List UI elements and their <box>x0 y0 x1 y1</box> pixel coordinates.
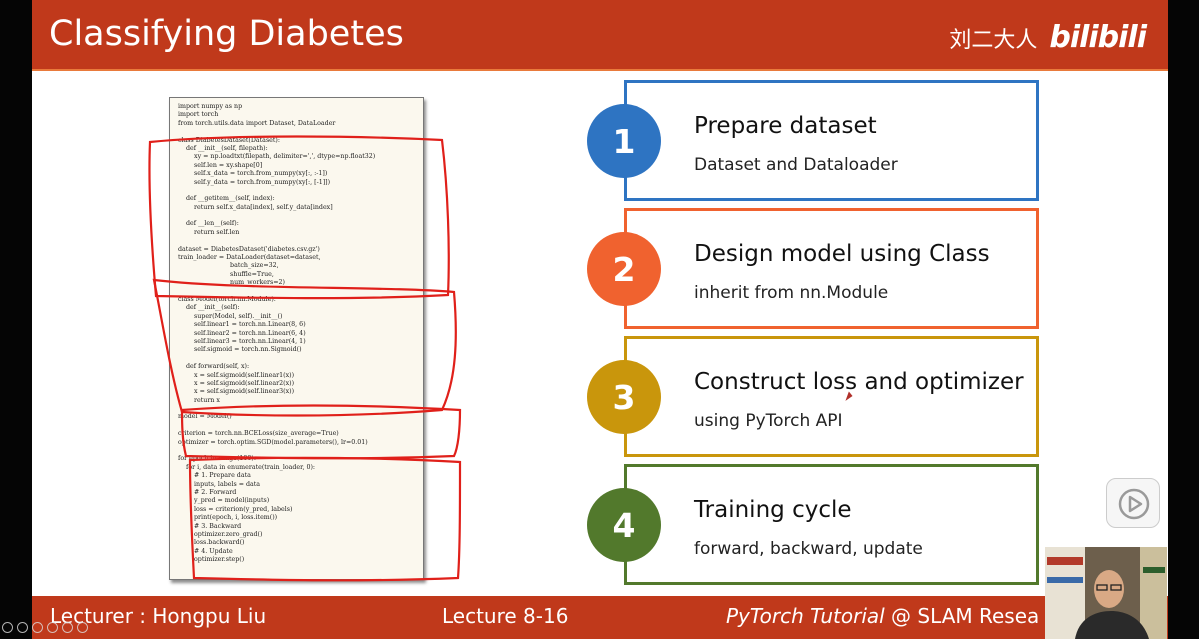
course-affiliation: @ SLAM Resea <box>884 604 1040 628</box>
code-line: return self.x_data[index], self.y_data[i… <box>178 203 333 211</box>
code-line: self.linear3 = torch.nn.Linear(4, 1) <box>178 337 306 345</box>
code-line <box>178 355 423 363</box>
step-heading: Design model using Class <box>694 241 990 267</box>
code-line: return self.len <box>178 228 240 236</box>
code-line: for epoch in range(100): <box>178 455 256 463</box>
code-line: def __init__(self, filepath): <box>178 144 268 152</box>
play-icon <box>1118 488 1150 520</box>
code-line: self.x_data = torch.from_numpy(xy[:, :-1… <box>178 170 328 178</box>
code-line: # 2. Forward <box>178 488 237 496</box>
left-letterbox <box>0 0 32 639</box>
footer-bar: Lecturer : Hongpu Liu Lecture 8-16 PyTor… <box>32 596 1168 639</box>
code-line: model = Model() <box>178 413 232 421</box>
step-heading: Training cycle <box>694 497 852 523</box>
control-button-3[interactable] <box>32 622 43 633</box>
code-line: loss.backward() <box>178 539 245 547</box>
control-button-4[interactable] <box>47 622 58 633</box>
bilibili-logo-icon: bilibili <box>1049 20 1147 55</box>
code-line: dataset = DiabetesDataset('diabetes.csv.… <box>178 245 320 253</box>
step-heading: Prepare dataset <box>694 113 877 139</box>
step-card-3: 3 Construct loss and optimizer using PyT… <box>587 336 1039 457</box>
code-line: self.linear2 = torch.nn.Linear(6, 4) <box>178 329 306 337</box>
code-line: def __getitem__(self, index): <box>178 195 275 203</box>
code-line: def __init__(self): <box>178 304 240 312</box>
step-card-4: 4 Training cycle forward, backward, upda… <box>587 464 1039 585</box>
brand-name: 刘二大人 <box>949 27 1038 53</box>
control-button-5[interactable] <box>62 622 73 633</box>
code-line: def __len__(self): <box>178 220 239 228</box>
code-line <box>178 405 423 413</box>
code-line: y_pred = model(inputs) <box>178 497 270 505</box>
code-line: xy = np.loadtxt(filepath, delimiter=',',… <box>178 153 376 161</box>
control-button-1[interactable] <box>2 622 13 633</box>
step-subtitle: Dataset and Dataloader <box>694 155 898 175</box>
code-line: # 4. Update <box>178 547 233 555</box>
step-number-badge: 3 <box>587 360 661 434</box>
code-line: def forward(self, x): <box>178 363 250 371</box>
title-bar: Classifying Diabetes 刘二大人 bilibili <box>32 0 1168 71</box>
code-line: optimizer = torch.optim.SGD(model.parame… <box>178 438 368 446</box>
step-card-2: 2 Design model using Class inherit from … <box>587 208 1039 329</box>
control-button-6[interactable] <box>77 622 88 633</box>
slide: Classifying Diabetes 刘二大人 bilibili impor… <box>32 0 1168 639</box>
code-line: for i, data in enumerate(train_loader, 0… <box>178 463 316 471</box>
step-number-badge: 4 <box>587 488 661 562</box>
code-line: print(epoch, i, loss.item()) <box>178 514 278 522</box>
code-line: x = self.sigmoid(self.linear3(x)) <box>178 388 295 396</box>
code-line: import torch <box>178 111 219 119</box>
play-button[interactable] <box>1106 478 1160 528</box>
right-letterbox <box>1168 0 1199 639</box>
step-subtitle: forward, backward, update <box>694 539 923 559</box>
code-line: criterion = torch.nn.BCELoss(size_averag… <box>178 430 339 438</box>
code-line: # 1. Prepare data <box>178 472 251 480</box>
slide-title: Classifying Diabetes <box>49 14 404 54</box>
code-line: self.linear1 = torch.nn.Linear(8, 6) <box>178 321 306 329</box>
code-line: loss = criterion(y_pred, labels) <box>178 505 293 513</box>
code-line: train_loader = DataLoader(dataset=datase… <box>178 254 321 262</box>
code-line: optimizer.zero_grad() <box>178 530 263 538</box>
code-line: super(Model, self).__init__() <box>178 312 283 320</box>
code-line <box>178 237 423 245</box>
webcam-video <box>1045 547 1167 639</box>
code-line: class DiabetesDataset(Dataset): <box>178 136 281 144</box>
code-line <box>178 422 423 430</box>
step-subtitle: using PyTorch API <box>694 411 843 431</box>
code-line: import numpy as np <box>178 103 243 110</box>
step-number-badge: 1 <box>587 104 661 178</box>
code-line <box>178 187 423 195</box>
code-line: return x <box>178 396 220 404</box>
player-controls <box>2 622 88 633</box>
course-title: PyTorch Tutorial <box>726 604 885 628</box>
code-line: inputs, labels = data <box>178 480 261 488</box>
code-line: self.y_data = torch.from_numpy(xy[:, [-1… <box>178 178 331 186</box>
code-line: x = self.sigmoid(self.linear1(x)) <box>178 371 295 379</box>
code-line: optimizer.step() <box>178 556 245 564</box>
code-line: num_workers=2) <box>178 279 285 287</box>
step-card-1: 1 Prepare dataset Dataset and Dataloader <box>587 80 1039 201</box>
code-line: shuffle=True, <box>178 270 274 278</box>
code-line: from torch.utils.data import Dataset, Da… <box>178 119 336 127</box>
code-line <box>178 447 423 455</box>
code-line <box>178 288 423 296</box>
code-line: x = self.sigmoid(self.linear2(x)) <box>178 379 295 387</box>
code-line: # 3. Backward <box>178 522 242 530</box>
code-line: self.len = xy.shape[0] <box>178 161 263 169</box>
step-subtitle: inherit from nn.Module <box>694 283 889 303</box>
presenter-image <box>1045 547 1167 639</box>
code-line <box>178 128 423 136</box>
lecture-number: Lecture 8-16 <box>442 604 569 628</box>
course-label: PyTorch Tutorial @ SLAM Resea <box>726 604 1039 628</box>
code-line: batch_size=32, <box>178 262 279 270</box>
step-heading: Construct loss and optimizer <box>694 369 1024 395</box>
control-button-2[interactable] <box>17 622 28 633</box>
step-number-badge: 2 <box>587 232 661 306</box>
code-line: self.sigmoid = torch.nn.Sigmoid() <box>178 346 302 354</box>
code-line: class Model(torch.nn.Module): <box>178 295 276 303</box>
brand: 刘二大人 bilibili <box>949 20 1147 55</box>
code-line <box>178 212 423 220</box>
